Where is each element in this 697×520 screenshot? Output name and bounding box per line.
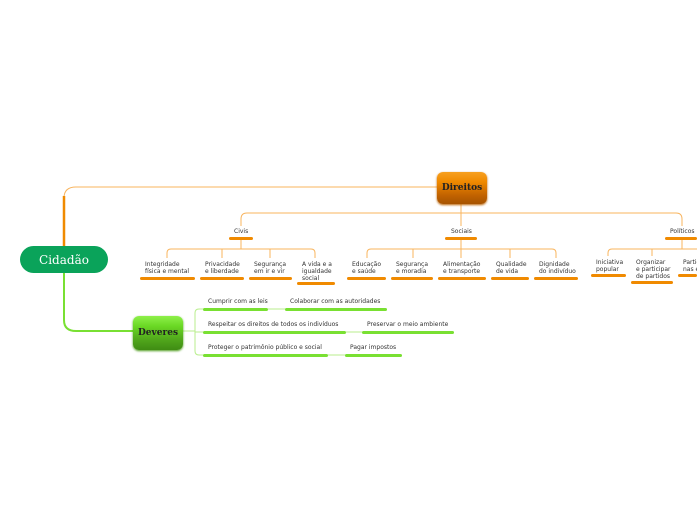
item-label: Privacidade e liberdade [205, 261, 240, 275]
item-underline [391, 277, 433, 280]
item-underline [345, 354, 402, 357]
item-label: Partic nas e [683, 259, 697, 273]
item-underline [200, 277, 244, 280]
item-underline [203, 308, 268, 311]
item-underline [534, 277, 578, 280]
item-label: Proteger o patrimônio público e social [208, 344, 322, 351]
item-label: A vida e a igualdade social [302, 261, 332, 282]
direitos-label: Direitos [441, 183, 483, 193]
item-underline [678, 274, 697, 277]
item-underline [203, 331, 346, 334]
item-underline [631, 281, 673, 284]
item-label: Dignidade do indivíduo [539, 261, 576, 275]
item-underline [249, 277, 292, 280]
group-label-politicos: Políticos [670, 228, 695, 235]
item-label: Cumprir com as leis [208, 298, 268, 305]
group-label-civis: Civis [234, 228, 249, 235]
item-underline [491, 277, 529, 280]
connector-root-deveres [63, 262, 133, 332]
root-label: Cidadão [39, 252, 89, 267]
item-label: Respeitar os direitos de todos os indiví… [208, 321, 339, 328]
item-underline [285, 308, 387, 311]
item-label: Colaborar com as autoridades [290, 298, 381, 305]
item-underline [347, 277, 386, 280]
item-label: Iniciativa popular [596, 259, 624, 273]
branch-node-deveres[interactable]: Deveres [133, 316, 183, 350]
item-underline [591, 274, 626, 277]
item-label: Alimentação e transporte [443, 261, 481, 275]
item-label: Preservar o meio ambiente [367, 321, 449, 328]
group-label-sociais: Sociais [451, 228, 472, 235]
item-underline [362, 331, 454, 334]
item-label: Segurança em ir e vir [254, 261, 287, 275]
connector-root-direitos [63, 186, 437, 262]
item-underline [297, 282, 335, 285]
group-underline-civis [229, 237, 253, 240]
group-underline-sociais [445, 237, 477, 240]
item-label: Pagar impostos [350, 344, 397, 351]
item-underline [203, 354, 328, 357]
item-underline [438, 277, 486, 280]
item-label: Integridade física e mental [145, 261, 190, 275]
item-label: Qualidade de vida [496, 261, 527, 275]
group-underline-politicos [665, 237, 697, 240]
item-label: Segurança e moradia [396, 261, 429, 275]
item-underline [140, 277, 195, 280]
deveres-label: Deveres [137, 328, 179, 338]
root-node-cidadao[interactable]: Cidadão [20, 246, 108, 273]
branch-node-direitos[interactable]: Direitos [437, 172, 487, 204]
item-label: Educação e saúde [352, 261, 382, 275]
item-label: Organizar e participar de partidos [636, 259, 671, 280]
